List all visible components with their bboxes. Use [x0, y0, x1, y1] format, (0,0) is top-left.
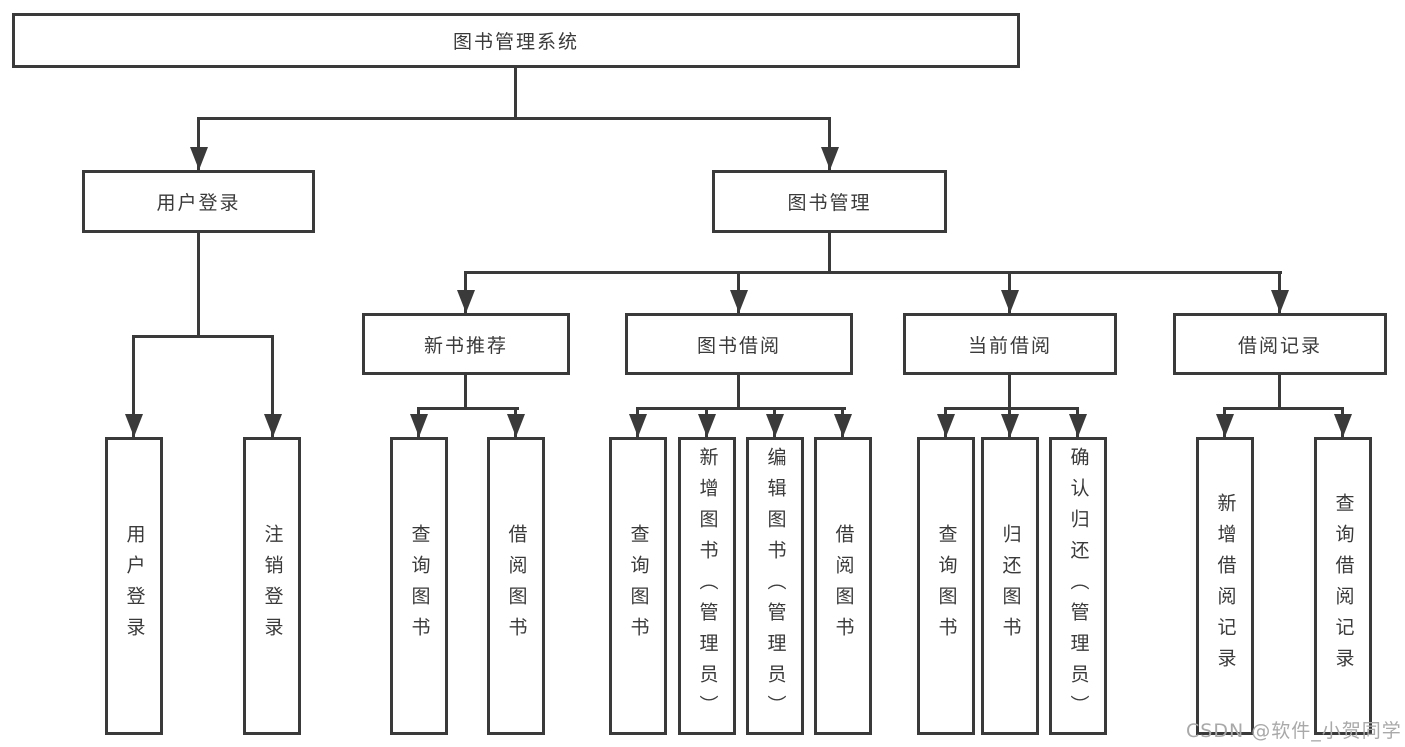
arrow-down-icon [125, 414, 143, 437]
leaf-query-books-3: 查询图书 [917, 437, 975, 735]
leaf-user-login: 用户登录 [105, 437, 163, 735]
leaf-return-books: 归还图书 [981, 437, 1039, 735]
arrow-down-icon [834, 414, 852, 437]
arrow-down-icon [1334, 414, 1352, 437]
connector-line [271, 335, 274, 437]
leaf-label: 确认归还（管理员） [1067, 446, 1090, 726]
arrow-down-icon [698, 414, 716, 437]
connector-line [1223, 407, 1344, 410]
connector-line [636, 407, 846, 410]
leaf-label: 查询图书 [627, 524, 650, 648]
node-current-borrow: 当前借阅 [903, 313, 1117, 375]
arrow-down-icon [1216, 414, 1234, 437]
arrow-down-icon [410, 414, 428, 437]
leaf-query-borrow-record: 查询借阅记录 [1314, 437, 1372, 735]
arrow-down-icon [507, 414, 525, 437]
arrow-down-icon [1069, 414, 1087, 437]
arrow-down-icon [730, 290, 748, 313]
arrow-down-icon [629, 414, 647, 437]
leaf-label: 查询图书 [408, 524, 431, 648]
leaf-borrow-books-1: 借阅图书 [487, 437, 545, 735]
connector-line [737, 375, 740, 410]
arrow-down-icon [766, 414, 784, 437]
leaf-label: 归还图书 [999, 524, 1022, 648]
arrow-down-icon [1271, 290, 1289, 313]
leaf-label: 编辑图书（管理员） [764, 446, 787, 726]
connector-line [464, 375, 467, 410]
node-root: 图书管理系统 [12, 13, 1020, 68]
arrow-down-icon [264, 414, 282, 437]
leaf-label: 借阅图书 [832, 524, 855, 648]
leaf-query-books-2: 查询图书 [609, 437, 667, 735]
leaf-label: 新增借阅记录 [1214, 493, 1237, 679]
node-book-management: 图书管理 [712, 170, 947, 233]
connector-line [132, 335, 135, 437]
leaf-label: 借阅图书 [505, 524, 528, 648]
connector-line [132, 335, 274, 338]
leaf-logout: 注销登录 [243, 437, 301, 735]
connector-line [828, 117, 831, 170]
node-book-borrow: 图书借阅 [625, 313, 853, 375]
leaf-add-book-admin: 新增图书（管理员） [678, 437, 736, 735]
leaf-label: 新增图书（管理员） [696, 446, 719, 726]
connector-line [197, 232, 200, 336]
leaf-label: 注销登录 [261, 524, 284, 648]
leaf-borrow-books-2: 借阅图书 [814, 437, 872, 735]
node-user-login: 用户登录 [82, 170, 315, 233]
connector-line [1278, 375, 1281, 410]
leaf-confirm-return-admin: 确认归还（管理员） [1049, 437, 1107, 735]
arrow-down-icon [821, 147, 839, 170]
connector-line [828, 233, 831, 273]
arrow-down-icon [457, 290, 475, 313]
connector-line [1008, 375, 1011, 410]
leaf-label: 查询借阅记录 [1332, 493, 1355, 679]
leaf-query-books-1: 查询图书 [390, 437, 448, 735]
leaf-label: 用户登录 [123, 524, 146, 648]
connector-line [514, 68, 517, 120]
arrow-down-icon [190, 147, 208, 170]
connector-line [197, 117, 831, 120]
connector-line [464, 271, 1282, 274]
leaf-label: 查询图书 [935, 524, 958, 648]
connector-line [944, 407, 1079, 410]
connector-line [197, 117, 200, 170]
arrow-down-icon [1001, 290, 1019, 313]
node-borrow-records: 借阅记录 [1173, 313, 1387, 375]
leaf-edit-book-admin: 编辑图书（管理员） [746, 437, 804, 735]
arrow-down-icon [1001, 414, 1019, 437]
leaf-add-borrow-record: 新增借阅记录 [1196, 437, 1254, 735]
watermark: CSDN @软件_小贺同学 [1186, 720, 1402, 742]
node-new-book-recommend: 新书推荐 [362, 313, 570, 375]
connector-line [417, 407, 519, 410]
arrow-down-icon [937, 414, 955, 437]
